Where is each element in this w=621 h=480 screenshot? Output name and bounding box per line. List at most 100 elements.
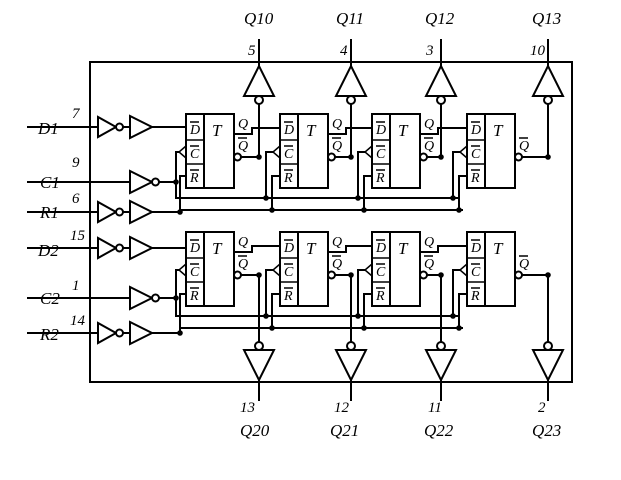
- input-r1-pin: 6: [72, 191, 80, 207]
- input-d-inverter: [97, 115, 124, 139]
- output-labels: Q10 5 Q11 4 Q12 3 Q13 10 13 Q20 12 Q21 1…: [240, 9, 561, 440]
- inverter-bubble: [436, 95, 446, 105]
- q-output-label: Q: [424, 117, 434, 132]
- qbar-bubble: [419, 270, 428, 280]
- qbar-to-buffer-wire: [426, 274, 442, 347]
- buffer-triangle: [97, 115, 119, 139]
- output-buffer-bottom-2: [424, 341, 458, 383]
- inverter-bubble: [346, 95, 356, 105]
- flipflop-body: [279, 231, 329, 307]
- clock-wedge: [458, 145, 468, 159]
- flipflop-type-label: T: [306, 121, 317, 140]
- flipflop-type-label: T: [212, 121, 223, 140]
- buffer-triangle: [129, 169, 155, 195]
- q-to-d-wire: [233, 245, 281, 253]
- junction-dot: [348, 154, 354, 160]
- q-output-label: Q: [238, 235, 248, 250]
- inverter-bubble: [151, 293, 160, 303]
- flipflop-c-pin: C: [190, 265, 200, 280]
- inverter-bubble: [543, 95, 553, 105]
- output-q13-label: Q13: [532, 9, 561, 28]
- junction-dot: [355, 313, 361, 319]
- qbar-bubble: [327, 270, 336, 280]
- flipflop-d-pin: D: [283, 241, 294, 256]
- junction-dot: [456, 207, 462, 213]
- q-to-d-wire: [419, 127, 468, 135]
- buffer-triangle: [97, 200, 119, 224]
- input-d2-pin: 15: [70, 228, 86, 244]
- flipflop-r-pin: R: [470, 289, 480, 304]
- qbar-bubble: [327, 152, 336, 162]
- qbar-bubble: [514, 152, 523, 162]
- output-q11-label: Q11: [336, 9, 364, 28]
- junction-dot: [438, 154, 444, 160]
- qbar-bubble: [233, 270, 242, 280]
- qbar-output-label: Q: [519, 139, 529, 154]
- output-buffer-bottom-1: [334, 341, 368, 383]
- output-q10-label: Q10: [244, 9, 274, 28]
- flipflop-c-pin: C: [471, 265, 481, 280]
- clock-wedge: [363, 263, 373, 277]
- buffer-triangle: [129, 320, 155, 346]
- buffer-triangle: [334, 63, 368, 97]
- inverter-bubble: [543, 341, 553, 351]
- junction-dot: [361, 325, 367, 331]
- output-q23-label: Q23: [532, 421, 561, 440]
- input-c2-pin: 1: [72, 278, 80, 294]
- qbar-to-buffer-wire: [521, 274, 549, 347]
- buffer-triangle: [97, 321, 119, 345]
- output-buffer-top-0: [242, 63, 276, 105]
- flipflop-type-label: T: [306, 239, 317, 258]
- buffer-triangle: [242, 63, 276, 97]
- output-buffer-bottom-0: [242, 341, 276, 383]
- flipflop-type-label: T: [493, 239, 504, 258]
- qbar-bubble: [514, 270, 523, 280]
- junction-dot: [361, 207, 367, 213]
- buffer-triangle: [129, 199, 155, 225]
- clock-wedge: [458, 263, 468, 277]
- flipflop-c-pin: C: [284, 265, 294, 280]
- output-q20-label: Q20: [240, 421, 270, 440]
- flipflop-d-pin: D: [470, 123, 481, 138]
- flipflop-c-pin: C: [471, 147, 481, 162]
- input-r-buffer: [129, 320, 155, 346]
- buffer-triangle: [242, 349, 276, 383]
- clock-wedge: [271, 263, 281, 277]
- qbar-to-buffer-wire: [240, 274, 260, 347]
- inverter-bubble: [346, 341, 356, 351]
- flipflop-body: [466, 113, 516, 189]
- flipflop-body: [371, 113, 421, 189]
- inverter-bubble: [115, 207, 124, 217]
- flipflop-d-pin: D: [375, 241, 386, 256]
- flipflop-r-pin: R: [283, 171, 293, 186]
- flipflop-2-3: TQ: [458, 231, 529, 307]
- qbar-output-label: Q: [238, 257, 248, 272]
- junction-dot: [355, 195, 361, 201]
- junction-dot: [263, 195, 269, 201]
- junction-dot: [456, 325, 462, 331]
- qbar-bubble: [419, 152, 428, 162]
- buffer-triangle: [97, 236, 119, 260]
- flipflop-body: [185, 113, 235, 189]
- qbar-output-label: Q: [424, 139, 434, 154]
- flipflop-d-pin: D: [283, 123, 294, 138]
- qbar-output-label: Q: [332, 139, 342, 154]
- flipflop-r-pin: R: [375, 289, 385, 304]
- junction-dot: [348, 272, 354, 278]
- flipflop-c-pin: C: [376, 147, 386, 162]
- input-d-inverter: [97, 236, 124, 260]
- clock-wedge: [363, 145, 373, 159]
- input-r-inverter: [97, 321, 124, 345]
- q-output-label: Q: [238, 117, 248, 132]
- q-to-d-wire: [327, 127, 373, 135]
- output-q21-pin: 12: [334, 400, 350, 416]
- junction-dot: [269, 207, 275, 213]
- input-r2-pin: 14: [70, 313, 86, 329]
- buffer-triangle: [129, 114, 155, 140]
- inverter-bubble: [115, 122, 124, 132]
- flipflop-body: [466, 231, 516, 307]
